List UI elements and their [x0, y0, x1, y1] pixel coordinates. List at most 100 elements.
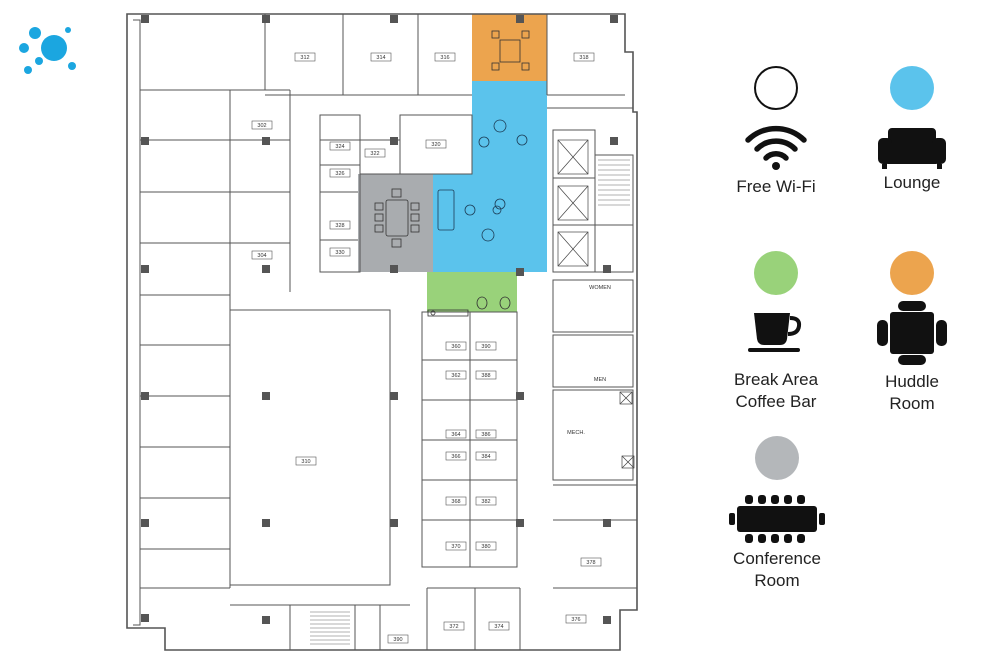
- legend-swatch-conference: [755, 436, 799, 480]
- conference-table-furniture: [374, 188, 420, 248]
- room-label-box: [565, 614, 587, 624]
- break-area-furniture: [427, 296, 511, 317]
- legend-swatch-lounge: [890, 66, 934, 110]
- coffee-cup-icon: [748, 313, 802, 352]
- room-number-388[interactable]: 388: [481, 373, 490, 379]
- room-label-box: [475, 429, 497, 439]
- huddle-room-zone[interactable]: [472, 14, 547, 81]
- room-label-box: [434, 52, 456, 62]
- restroom-men-label: MEN: [594, 377, 606, 383]
- room-label-box: [387, 634, 409, 644]
- room-number-372[interactable]: 372: [449, 624, 458, 630]
- room-label-box: [329, 220, 351, 230]
- stairwell-icon: [310, 159, 630, 645]
- legend-item-lounge: Lounge: [842, 66, 982, 194]
- legend-label-lounge-line: Lounge: [883, 173, 941, 192]
- room-label-box: [295, 456, 317, 466]
- legend-label-conference-line-2: Room: [754, 571, 800, 590]
- room-label-box: [251, 120, 273, 130]
- room-number-302[interactable]: 302: [257, 123, 266, 129]
- lounge-zone[interactable]: [433, 81, 547, 272]
- legend-label-break-line-1: Break Area: [733, 370, 819, 389]
- room-number-364[interactable]: 364: [451, 432, 460, 438]
- legend-label-conference: Conference Room: [692, 548, 862, 592]
- room-number-374[interactable]: 374: [494, 624, 503, 630]
- room-number-362[interactable]: 362: [451, 373, 460, 379]
- room-number-384[interactable]: 384: [481, 454, 490, 460]
- bubble-cluster-logo-icon: [19, 27, 76, 74]
- building-walls: [126, 13, 638, 651]
- room-number-322[interactable]: 322: [370, 151, 379, 157]
- room-label-box: [425, 139, 447, 149]
- legend-item-break: Break Area Coffee Bar: [706, 251, 846, 413]
- room-label-box: [475, 496, 497, 506]
- huddle-table-furniture: [491, 30, 530, 71]
- legend-item-huddle: Huddle Room: [842, 251, 982, 415]
- room-number-380[interactable]: 380: [481, 544, 490, 550]
- legend-label-huddle: Huddle Room: [842, 371, 982, 415]
- room-number-316[interactable]: 316: [440, 55, 449, 61]
- lounge-furniture: [437, 119, 528, 242]
- room-label-box: [445, 451, 467, 461]
- legend-label-huddle-line-2: Room: [889, 394, 935, 413]
- legend-label-lounge: Lounge: [842, 172, 982, 194]
- legend-item-conference: Conference Room: [692, 436, 862, 592]
- room-label-box: [251, 250, 273, 260]
- structural-columns: [141, 15, 618, 624]
- room-number-312[interactable]: 312: [300, 55, 309, 61]
- room-label-box: [364, 148, 386, 158]
- room-number-366[interactable]: 366: [451, 454, 460, 460]
- legend-label-wifi-line: Free Wi-Fi: [736, 177, 816, 196]
- room-label-box: [475, 541, 497, 551]
- legend-swatch-huddle: [890, 251, 934, 295]
- mech-room-label: MECH.: [567, 430, 585, 436]
- legend-label-break: Break Area Coffee Bar: [706, 369, 846, 413]
- room-number-386[interactable]: 386: [481, 432, 490, 438]
- room-label-box: [445, 541, 467, 551]
- room-number-314[interactable]: 314: [376, 55, 385, 61]
- room-label-box: [445, 429, 467, 439]
- break-area-zone[interactable]: [427, 272, 517, 312]
- sofa-icon: [878, 128, 946, 169]
- room-label-box: [475, 370, 497, 380]
- room-number-320[interactable]: 320: [431, 142, 440, 148]
- room-number-328[interactable]: 328: [335, 223, 344, 229]
- room-label-box: [445, 370, 467, 380]
- legend-label-break-line-2: Coffee Bar: [735, 392, 817, 411]
- conference-room-zone[interactable]: [358, 174, 433, 272]
- legend-label-conference-line-1: Conference: [733, 549, 821, 568]
- room-number-360[interactable]: 360: [451, 344, 460, 350]
- room-number-382[interactable]: 382: [481, 499, 490, 505]
- room-number-326[interactable]: 326: [335, 171, 344, 177]
- huddle-table-icon: [877, 301, 947, 365]
- room-label-box: [329, 141, 351, 151]
- legend-label-wifi: Free Wi-Fi: [706, 176, 846, 198]
- restroom-women-label: WOMEN: [589, 285, 611, 291]
- room-label-box: [488, 621, 510, 631]
- room-number-390[interactable]: 390: [393, 637, 402, 643]
- elevator-icons: [557, 139, 635, 469]
- legend-swatch-break: [754, 251, 798, 295]
- room-number-318[interactable]: 318: [579, 55, 588, 61]
- room-label-box: [445, 496, 467, 506]
- room-label-box: [294, 52, 316, 62]
- room-number-390[interactable]: 390: [481, 344, 490, 350]
- room-number-378[interactable]: 378: [586, 560, 595, 566]
- room-labels: 302 304 310 312 314 316 318 320 322 324 326 328 330 3…: [251, 52, 602, 644]
- room-number-324[interactable]: 324: [335, 144, 344, 150]
- room-number-310[interactable]: 310: [301, 459, 310, 465]
- room-label-box: [580, 557, 602, 567]
- room-label-box: [329, 247, 351, 257]
- legend-swatch-wifi: [754, 66, 798, 110]
- wifi-icon: [745, 125, 807, 170]
- room-label-box: [329, 168, 351, 178]
- room-number-330[interactable]: 330: [335, 250, 344, 256]
- room-label-box: [445, 341, 467, 351]
- room-number-370[interactable]: 370: [451, 544, 460, 550]
- room-label-box: [475, 341, 497, 351]
- room-number-376[interactable]: 376: [571, 617, 580, 623]
- conference-table-icon: [729, 495, 825, 543]
- room-number-368[interactable]: 368: [451, 499, 460, 505]
- room-number-304[interactable]: 304: [257, 253, 266, 259]
